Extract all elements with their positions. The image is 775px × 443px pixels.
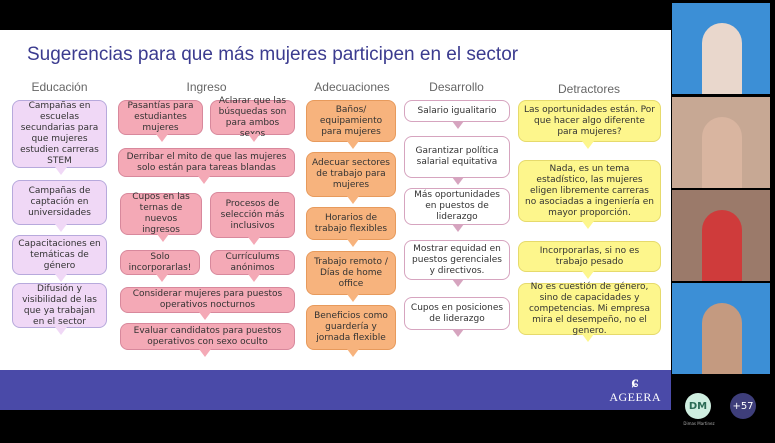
heading-adecuaciones: Adecuaciones — [314, 80, 390, 94]
bubble: Más oportunidades en puestos de liderazg… — [404, 188, 510, 232]
video-tile-2[interactable] — [672, 97, 770, 188]
heading-detractores: Detractores — [557, 82, 621, 96]
presentation-slide: Sugerencias para que más mujeres partici… — [0, 30, 671, 410]
bubble: Las oportunidades están. Por que hacer a… — [518, 100, 661, 149]
more-participants-button[interactable]: +57 — [730, 393, 756, 419]
bubble: Derribar el mito de que las mujeres solo… — [118, 148, 295, 184]
heading-desarrollo: Desarrollo — [429, 80, 484, 94]
video-tile-1[interactable] — [672, 3, 770, 94]
bubble: Procesos de selección más inclusivos — [210, 192, 295, 245]
heading-ingreso: Ingreso — [186, 80, 227, 94]
bubble: Incorporarlas, si no es trabajo pesado — [518, 241, 661, 279]
participant-avatar[interactable]: DM — [685, 393, 711, 419]
bubble: Beneficios como guardería y jornada flex… — [306, 305, 396, 357]
video-tile-3[interactable] — [672, 190, 770, 281]
bubble: Garantizar política salarial equitativa — [404, 136, 510, 185]
bubble: Campañas en escuelas secundarias para qu… — [12, 100, 107, 175]
slide-title: Sugerencias para que más mujeres partici… — [27, 44, 519, 65]
bubble: No es cuestión de género, sino de capaci… — [518, 282, 661, 342]
bubble: Trabajo remoto / Días de home office — [306, 251, 396, 302]
bubble: Cupos en las ternas de nuevos ingresos — [120, 192, 202, 242]
bubble: Evaluar candidatos para puestos operativ… — [120, 323, 295, 357]
bubble: Aclarar que las búsquedas son para ambos… — [210, 96, 295, 142]
bubble: Capacitaciones en temáticas de género — [12, 235, 107, 282]
bubble: Salario igualitario — [404, 100, 510, 129]
participant-name: Dimas Martinez — [683, 421, 715, 426]
logo-text: AGEERA — [609, 390, 661, 404]
bubble: Horarios de trabajo flexibles — [306, 207, 396, 247]
bubble: Cupos en posiciones de liderazgo — [404, 297, 510, 337]
bubble: Baños/ equipamiento para mujeres — [306, 100, 396, 149]
bubble: Nada, es un tema estadístico, las mujere… — [518, 160, 661, 229]
bubble: Currículums anónimos — [210, 250, 295, 282]
bubble: Solo incorporarlas! — [120, 250, 200, 282]
bubble: Adecuar sectores de trabajo para mujeres — [306, 152, 396, 204]
heading-educacion: Educación — [31, 80, 88, 94]
bubble: Campañas de captación en universidades — [12, 180, 107, 232]
bubble: Difusión y visibilidad de las que ya tra… — [12, 283, 107, 335]
bubble: Pasantías para estudiantes mujeres — [118, 100, 203, 142]
bubble: Mostrar equidad en puestos gerenciales y… — [404, 240, 510, 287]
bubble: Considerar mujeres para puestos operativ… — [120, 287, 295, 320]
video-tile-4[interactable] — [672, 283, 770, 374]
